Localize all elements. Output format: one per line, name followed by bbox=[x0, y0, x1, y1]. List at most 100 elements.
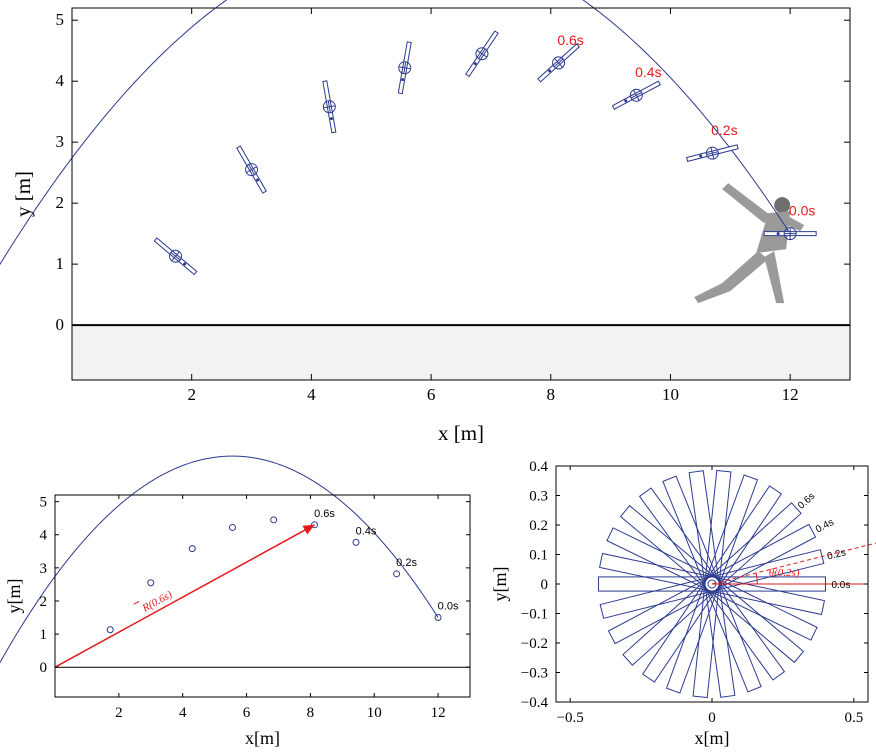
x-tick-label: 4 bbox=[179, 705, 187, 721]
y-tick-label: −0.3 bbox=[521, 666, 548, 682]
y-tick-label: 5 bbox=[56, 10, 65, 29]
javelin-marker bbox=[236, 145, 267, 194]
theta-annotation: θ(0.2s) bbox=[711, 542, 876, 585]
x-axis-label: x[m] bbox=[695, 728, 730, 748]
javelin-rect bbox=[598, 552, 826, 616]
trajectory-curve bbox=[0, 455, 439, 664]
leg-shape bbox=[764, 251, 785, 304]
y-tick-label: 1 bbox=[40, 627, 48, 643]
x-tick-label: −0.5 bbox=[557, 710, 584, 726]
center-crosshair bbox=[323, 105, 336, 109]
center-crosshair bbox=[633, 89, 640, 101]
vector-line bbox=[54, 524, 315, 668]
javelin-marker bbox=[611, 80, 661, 110]
time-labels: 0.0s0.2s0.4s0.6s bbox=[314, 508, 459, 613]
y-tick-label: 0 bbox=[541, 577, 549, 593]
x-axis-label: x[m] bbox=[245, 728, 280, 748]
center-crosshair bbox=[398, 66, 411, 70]
time-label: 0.0s bbox=[789, 203, 815, 219]
position-marker bbox=[352, 538, 360, 546]
y-tick-label: 0.3 bbox=[529, 489, 548, 505]
thrower-figure bbox=[694, 183, 805, 304]
center-crosshair bbox=[710, 147, 715, 160]
time-labels: 0.0s0.2s0.4s0.6s bbox=[796, 491, 850, 591]
y-tick-label: −0.4 bbox=[521, 695, 549, 711]
x-tick-label: 0.5 bbox=[844, 710, 863, 726]
y-axis-label: y[m] bbox=[4, 579, 24, 614]
javelin-dot bbox=[624, 99, 628, 103]
plot-frame bbox=[54, 494, 471, 698]
x-tick-label: 8 bbox=[307, 705, 315, 721]
time-labels: 0.0s 0.2s 0.4s 0.6s bbox=[557, 32, 815, 219]
javelin-marker bbox=[763, 227, 817, 241]
time-label: 0.4s bbox=[814, 517, 836, 536]
position-markers bbox=[106, 516, 442, 634]
x-tick-label: 12 bbox=[782, 385, 799, 404]
position-marker bbox=[147, 579, 155, 587]
x-tick-label: 8 bbox=[547, 385, 556, 404]
javelin-marker bbox=[465, 30, 499, 78]
y-tick-label: 0.1 bbox=[529, 548, 548, 564]
x-tick-label: 2 bbox=[187, 385, 196, 404]
leg-shape bbox=[694, 251, 769, 304]
y-tick-label: 0 bbox=[40, 660, 48, 676]
javelin-dot bbox=[329, 117, 333, 121]
y-tick-label: 3 bbox=[56, 132, 65, 151]
center-crosshair bbox=[554, 58, 563, 68]
javelin-marker bbox=[686, 144, 739, 162]
x-tick-label: 6 bbox=[243, 705, 251, 721]
position-marker bbox=[434, 614, 442, 622]
javelin-dot bbox=[548, 69, 552, 73]
javelin-dot bbox=[776, 232, 780, 236]
time-label: 0.6s bbox=[557, 32, 583, 48]
y-tick-label: 1 bbox=[56, 254, 65, 273]
y-tick-label: 0.4 bbox=[529, 459, 548, 475]
y-tick-label: −0.1 bbox=[521, 607, 548, 623]
position-vector: R(0.6s) bbox=[54, 524, 315, 668]
time-label: 0.4s bbox=[356, 525, 377, 537]
javelin-marker bbox=[397, 41, 412, 95]
position-marker bbox=[228, 523, 236, 531]
y-tick-label: 4 bbox=[40, 528, 48, 544]
javelin-dot bbox=[699, 154, 703, 158]
javelin-rect-outline bbox=[598, 552, 826, 616]
position-marker bbox=[393, 570, 401, 578]
y-tick-label: 0.2 bbox=[529, 518, 548, 534]
x-tick-label: 4 bbox=[307, 385, 316, 404]
head-shape bbox=[774, 197, 791, 214]
javelin-rotation-rects bbox=[598, 469, 826, 699]
angle-line bbox=[711, 542, 876, 585]
time-label: 0.2s bbox=[711, 122, 737, 138]
y-axis-label: y[m] bbox=[490, 567, 510, 602]
y-tick-label: 5 bbox=[40, 495, 48, 511]
time-label: 0.4s bbox=[635, 64, 661, 80]
y-tick-label: 3 bbox=[40, 561, 48, 577]
javelin-markers bbox=[153, 30, 817, 276]
time-label: 0.6s bbox=[314, 508, 335, 520]
position-marker bbox=[188, 545, 196, 553]
y-tick-label: 2 bbox=[56, 193, 65, 212]
time-label: 0.6s bbox=[796, 491, 817, 512]
x-tick-label: 10 bbox=[662, 385, 679, 404]
x-axis-label: x [m] bbox=[438, 421, 484, 445]
center-crosshair bbox=[171, 251, 180, 262]
position-marker bbox=[311, 521, 319, 529]
center-crosshair bbox=[246, 166, 257, 174]
javelin-marker bbox=[153, 237, 198, 276]
time-label: 0.2s bbox=[396, 557, 417, 569]
javelin-marker bbox=[322, 80, 337, 134]
javelin-dot bbox=[473, 62, 477, 66]
y-axis-label: y [m] bbox=[11, 171, 35, 217]
theta-label: θ(0.2s) bbox=[769, 567, 800, 579]
position-marker bbox=[106, 626, 114, 634]
plot-frame bbox=[71, 7, 851, 381]
time-label: 0.0s bbox=[831, 580, 850, 591]
javelin-dot bbox=[401, 78, 405, 82]
